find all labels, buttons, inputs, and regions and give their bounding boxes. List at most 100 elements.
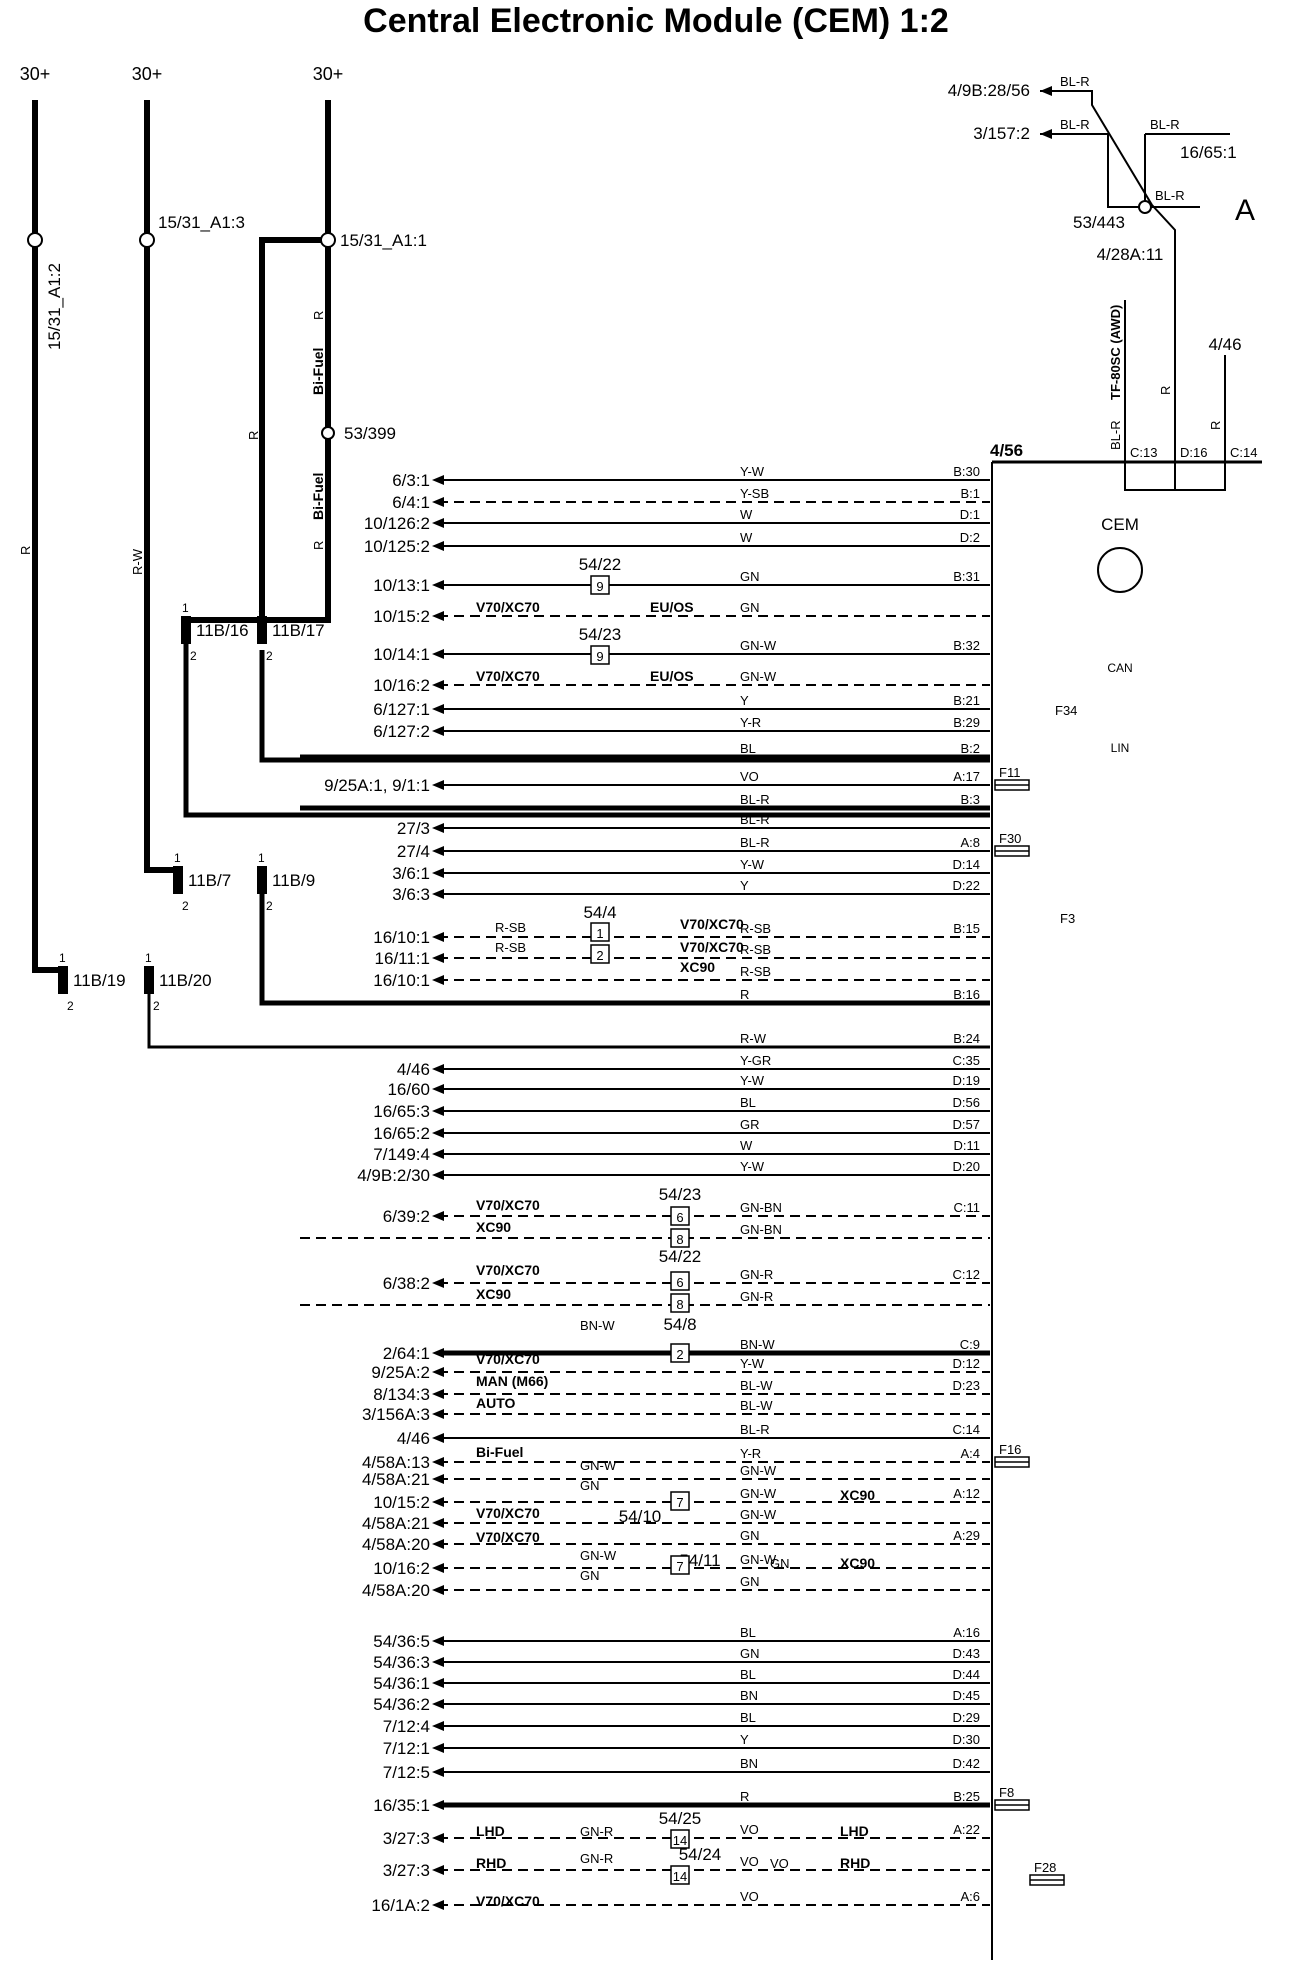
row-pin: A:12 (953, 1486, 980, 1501)
wire-11b20 (147, 970, 990, 1049)
connector-pin: 2 (182, 899, 189, 913)
wire-color: GN-R (580, 1824, 613, 1839)
wire-arrow-icon (432, 649, 444, 659)
row-wire-color: GN (740, 600, 760, 615)
connector-icon (257, 866, 267, 894)
connector-pin: 1 (182, 601, 189, 615)
wire-arrow-icon (432, 518, 444, 528)
wire-arrow-icon (432, 953, 444, 963)
row-target: 27/3 (397, 819, 430, 838)
row-target: 6/127:1 (373, 700, 430, 719)
row-target: 9/25A:1, 9/1:1 (324, 776, 430, 795)
wire-arrow-icon (432, 1106, 444, 1116)
splice-box (670, 1491, 690, 1511)
option-label: XC90 (476, 1286, 511, 1302)
row-pin: B:29 (953, 715, 980, 730)
option-label: V70/XC70 (476, 1893, 540, 1909)
fuse-terminal (320, 232, 336, 248)
block-label: 54/24 (679, 1845, 722, 1864)
block-label: 54/23 (579, 625, 622, 644)
row-target: 16/11:1 (375, 949, 430, 968)
row-target: 7/149:4 (373, 1145, 430, 1164)
row-wire-color: BL-R (740, 792, 770, 807)
splice-box-number: 7 (676, 1559, 683, 1574)
row-pin: D:57 (953, 1117, 980, 1132)
row-pin: D:11 (954, 1138, 981, 1153)
row-wire-color: R-SB (740, 921, 771, 936)
module-pin: C:14 (1230, 445, 1257, 460)
row-pin: D:45 (953, 1688, 980, 1703)
row-target: 7/12:1 (383, 1739, 430, 1758)
option-label: XC90 (840, 1487, 875, 1503)
splice-icon (321, 426, 335, 440)
row-target: 6/127:2 (373, 722, 430, 741)
row-pin: B:31 (953, 569, 980, 584)
connector-label: 11B/20 (159, 971, 212, 990)
wire-arrow-icon (432, 846, 444, 856)
row-wire-color: R (740, 987, 749, 1002)
option-label: V70/XC70 (476, 1262, 540, 1278)
row-wire-color: GN (740, 1574, 760, 1589)
row-pin: D:1 (960, 507, 980, 522)
option-label: EU/OS (650, 668, 694, 684)
row-target: 16/65:2 (373, 1124, 430, 1143)
row-target: 3/6:1 (392, 864, 430, 883)
wire-arrow-icon (432, 726, 444, 736)
row-pin: C:11 (954, 1200, 981, 1215)
row-target: 4/58A:21 (362, 1470, 430, 1489)
row-target: 10/14:1 (373, 645, 430, 664)
row-target: 10/16:2 (373, 676, 430, 695)
row-target: 4/58A:20 (362, 1535, 430, 1554)
row-wire-color: GN-W (740, 1507, 777, 1522)
row-wire-color: GN-W (740, 1552, 777, 1567)
wire-arrow-icon (432, 932, 444, 942)
splice-box-number: 6 (676, 1275, 683, 1290)
wire-arrow-icon (432, 1767, 444, 1777)
row-target: 4/58A:20 (362, 1581, 430, 1600)
row-target: 16/10:1 (373, 928, 430, 947)
wire-arrow-icon (432, 1084, 444, 1094)
row-pin: D:22 (953, 878, 980, 893)
row-wire-color: BN (740, 1756, 758, 1771)
row-pin: C:9 (960, 1337, 980, 1352)
row-target: 4/46 (397, 1429, 430, 1448)
wire-color: R-W (130, 548, 145, 575)
wire-color: GN (580, 1568, 600, 1583)
connector-pin: 1 (174, 851, 181, 865)
row-pin: A:16 (953, 1625, 980, 1640)
wire-arrow-icon (432, 1585, 444, 1595)
row-wire-color: Y (740, 878, 749, 893)
supply-wire-r-left (32, 100, 63, 973)
top-target: 4/46 (1208, 335, 1241, 354)
row-pin: A:4 (960, 1446, 980, 1461)
wire-arrow-icon (432, 1128, 444, 1138)
fuse-label: 15/31_A1:1 (340, 231, 427, 250)
splice-label: 53/443 (1073, 213, 1125, 232)
wire-arrow-icon (1040, 129, 1052, 139)
wire-color: R (311, 541, 326, 550)
connector-pin: 1 (59, 951, 66, 965)
option-label: LHD (840, 1823, 869, 1839)
fuse-label: F16 (999, 1442, 1021, 1457)
row-pin: D:19 (953, 1073, 980, 1088)
option-label: V70/XC70 (476, 599, 540, 615)
connector-label: 11B/16 (196, 621, 249, 640)
row-wire-color: Y-W (740, 1159, 765, 1174)
page-ref: A (1235, 194, 1255, 227)
row-pin: D:23 (953, 1378, 980, 1393)
row-wire-color: Y (740, 1732, 749, 1747)
top-target: 4/28A:11 (1097, 245, 1164, 264)
splice-box (670, 1343, 690, 1363)
supply-wire-rw (144, 100, 178, 873)
splice-box (590, 575, 610, 595)
row-pin: A:22 (953, 1822, 980, 1837)
row-wire-color: GN-BN (740, 1222, 782, 1237)
row-wire-color: VO (740, 1889, 759, 1904)
splice-box-number: 8 (676, 1232, 683, 1247)
row-wire-color: R-SB (740, 964, 771, 979)
fuse-label: F30 (999, 831, 1021, 846)
option-label: LHD (476, 1823, 505, 1839)
row-pin: B:32 (953, 638, 980, 653)
splice-box-number: 14 (673, 1869, 687, 1884)
